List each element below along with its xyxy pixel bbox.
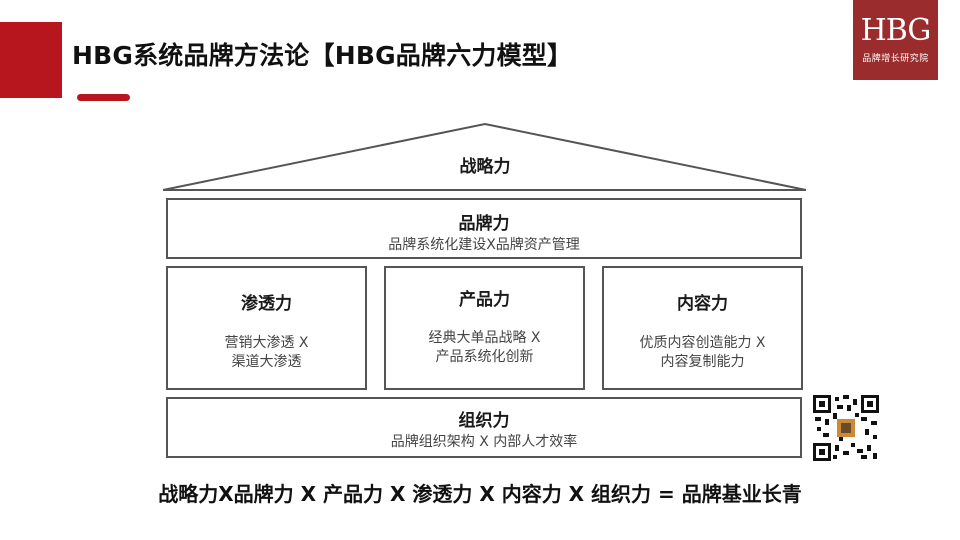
title-underline — [77, 94, 130, 101]
content-power-desc: 优质内容创造能力 X 内容复制能力 — [604, 334, 801, 372]
corner-accent-block — [0, 22, 62, 98]
penetration-power-desc: 营销大渗透 X 渠道大渗透 — [168, 334, 365, 372]
product-desc-line1: 经典大单品战略 X — [428, 330, 541, 346]
brand-formula: 战略力X品牌力 X 产品力 X 渗透力 X 内容力 X 组织力 = 品牌基业长青 — [158, 482, 802, 506]
roof-label-strategy: 战略力 — [459, 157, 511, 177]
logo-subtitle: 品牌增长研究院 — [862, 54, 929, 64]
page-title: HBG系统品牌方法论【HBG品牌六力模型】 — [72, 41, 573, 70]
hbg-logo: HBG 品牌增长研究院 — [853, 0, 938, 80]
qr-code-icon — [813, 395, 879, 461]
penetration-desc-line2: 渠道大渗透 — [231, 354, 302, 370]
organization-power-title: 组织力 — [458, 411, 510, 431]
product-power-title: 产品力 — [459, 290, 510, 310]
product-power-desc: 经典大单品战略 X 产品系统化创新 — [386, 329, 583, 367]
roof-outline — [162, 122, 807, 191]
organization-power-desc: 品牌组织架构 X 内部人才效率 — [390, 434, 578, 450]
product-power-box: 产品力 经典大单品战略 X 产品系统化创新 — [384, 266, 585, 390]
brand-power-desc: 品牌系统化建设X品牌资产管理 — [388, 237, 580, 253]
product-desc-line2: 产品系统化创新 — [435, 349, 534, 365]
penetration-desc-line1: 营销大渗透 X — [224, 335, 309, 351]
content-power-title: 内容力 — [677, 294, 728, 314]
brand-power-box: 品牌力 品牌系统化建设X品牌资产管理 — [166, 198, 802, 259]
penetration-power-box: 渗透力 营销大渗透 X 渠道大渗透 — [166, 266, 367, 390]
brand-power-title: 品牌力 — [458, 214, 510, 234]
logo-mark: HBG — [860, 13, 932, 48]
penetration-power-title: 渗透力 — [241, 294, 292, 314]
content-power-box: 内容力 优质内容创造能力 X 内容复制能力 — [602, 266, 803, 390]
content-desc-line1: 优质内容创造能力 X — [639, 335, 766, 351]
organization-power-box: 组织力 品牌组织架构 X 内部人才效率 — [166, 397, 802, 458]
content-desc-line2: 内容复制能力 — [660, 354, 745, 370]
